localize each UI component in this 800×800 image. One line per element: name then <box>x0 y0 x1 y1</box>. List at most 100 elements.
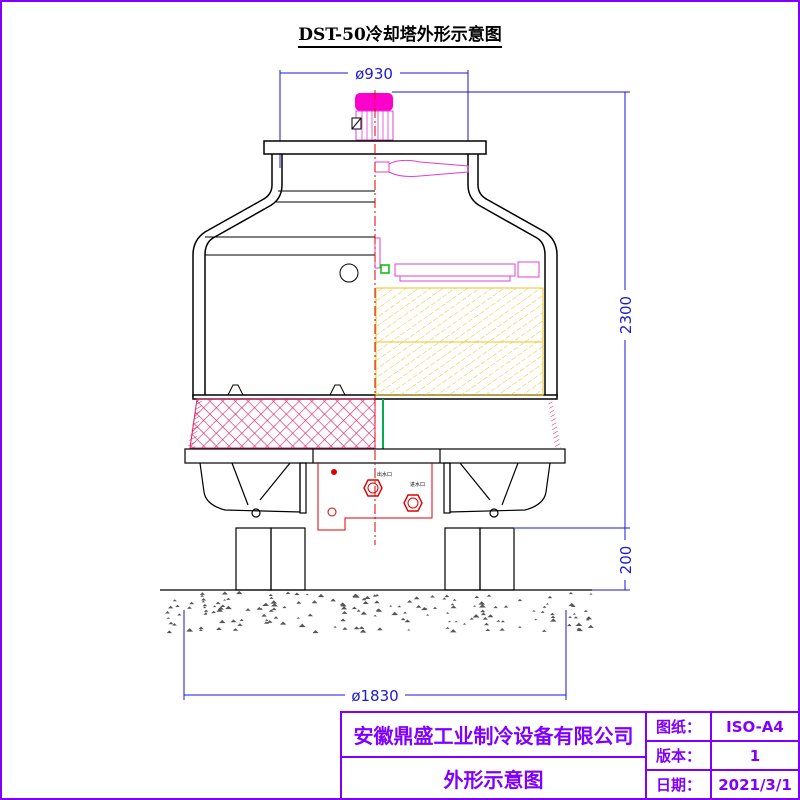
ground-speckle <box>400 617 406 621</box>
ground-speckle <box>532 609 536 612</box>
ground-speckle <box>342 627 348 630</box>
date-label: 日期： <box>645 769 712 800</box>
ground-speckle <box>298 623 306 628</box>
ground-speckle <box>542 605 547 608</box>
paper-label: 图纸： <box>645 711 712 742</box>
ground-speckle <box>279 621 287 625</box>
ground-speckle <box>389 605 393 607</box>
ground-speckle <box>407 629 411 631</box>
ground-speckle <box>221 591 228 595</box>
ground-speckle <box>480 612 486 616</box>
ground-speckle <box>203 612 208 615</box>
ground-speckle <box>165 611 170 614</box>
drawing-title: DST-50冷却塔外形示意图 <box>0 20 800 48</box>
ground-speckle <box>576 627 581 630</box>
ground-speckle <box>377 627 383 631</box>
ground-speckle <box>444 594 450 598</box>
ground-speckle <box>166 617 170 619</box>
ground-speckle <box>198 626 204 630</box>
ground-speckle <box>263 621 269 624</box>
version-label: 版本： <box>645 740 712 771</box>
ground-speckle <box>359 629 367 633</box>
ground-speckle <box>474 595 480 599</box>
ground-speckle <box>493 605 498 609</box>
ground-speckle <box>372 594 377 597</box>
ground-speckle <box>203 609 209 612</box>
ground-speckle <box>200 594 204 597</box>
ground-speckle <box>442 597 447 600</box>
ground-speckle <box>550 618 557 622</box>
ground-speckle <box>226 597 231 600</box>
ground-speckle <box>364 595 371 600</box>
ground-speckle <box>573 616 579 619</box>
dimension-base-diameter <box>183 610 567 700</box>
ground-speckle <box>487 614 494 618</box>
ground-speckle <box>430 595 435 598</box>
ground-speckle <box>269 596 274 599</box>
ground-speckle <box>445 611 450 614</box>
ground-speckle <box>473 605 477 607</box>
ground-speckle <box>486 594 492 597</box>
ground-speckle <box>518 625 522 628</box>
ground-speckle <box>201 600 206 603</box>
ground-speckle <box>168 621 174 625</box>
ground-speckle <box>374 600 380 604</box>
ground-speckle <box>575 622 583 626</box>
ground-speckle <box>223 599 227 601</box>
ground-speckle <box>447 620 452 623</box>
ground-speckle <box>472 614 480 618</box>
ground-speckle <box>585 618 590 621</box>
ground-speckle <box>167 605 174 609</box>
louver-edge-left <box>188 400 202 448</box>
ground-speckle <box>356 609 361 612</box>
ground-speckle <box>485 628 491 631</box>
ground-speckle <box>547 595 553 599</box>
ground-speckle <box>340 603 347 607</box>
ground-speckle <box>361 597 367 601</box>
fan-blade <box>374 159 469 177</box>
ground-speckle <box>374 594 380 597</box>
ground-speckle <box>202 603 208 607</box>
ground-speckle <box>232 628 239 631</box>
ground-speckle <box>454 620 458 623</box>
ground-speckle <box>215 601 221 605</box>
fan-motor <box>351 93 394 141</box>
ground-speckle <box>583 609 588 612</box>
ground-speckle <box>296 616 300 619</box>
ground-speckle <box>545 603 550 605</box>
ground-speckle <box>503 605 509 608</box>
ground-speckle <box>568 602 575 607</box>
ground-speckle <box>267 620 273 623</box>
ground-speckle <box>186 606 192 609</box>
date-value: 2021/3/1 <box>710 769 800 800</box>
ground-speckle <box>268 609 274 612</box>
ground-speckle <box>296 601 302 604</box>
ground-speckle <box>217 606 224 610</box>
ground-speckle <box>285 591 291 595</box>
ground-speckle <box>341 606 348 610</box>
ground-speckle <box>237 623 243 626</box>
ground-speckle <box>202 606 207 609</box>
ground-speckle <box>480 609 486 613</box>
ground-speckle <box>305 593 309 596</box>
ground-speckle <box>478 601 486 605</box>
ground-speckle <box>482 617 488 620</box>
ground-speckle <box>307 613 313 617</box>
ground-speckle <box>204 612 208 614</box>
louver-edge-right <box>548 400 561 448</box>
ground-speckle <box>175 604 180 607</box>
ground-speckle <box>271 603 278 607</box>
ground-speckle <box>264 619 269 621</box>
version-value: 1 <box>710 740 800 771</box>
ground-speckle <box>426 614 430 616</box>
ground-speckle <box>587 624 594 628</box>
ground-speckle <box>452 598 457 601</box>
ground-speckle <box>262 603 267 607</box>
ground-speckle <box>172 623 177 626</box>
ground-speckle <box>353 626 360 630</box>
air-inlet-louver <box>189 398 376 449</box>
ground-speckle <box>199 592 205 595</box>
ground-speckle <box>391 611 399 616</box>
ground-speckle <box>230 619 237 623</box>
